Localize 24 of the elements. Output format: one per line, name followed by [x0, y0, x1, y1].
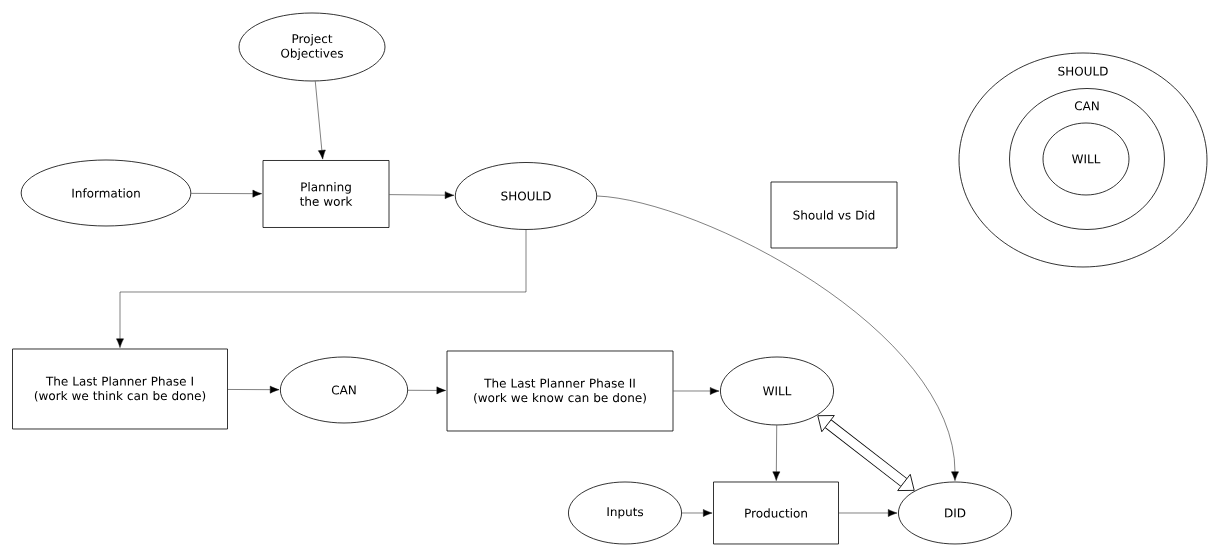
arrow [407, 386, 446, 395]
arrow [772, 425, 781, 481]
process-box: The Last Planner Phase I (work we think can be done) [12, 348, 228, 430]
arrow [596, 195, 959, 481]
block-arrow [817, 415, 915, 491]
arrow [389, 191, 455, 199]
ellipse-node: Project Objectives [238, 12, 386, 82]
ellipse-node: Inputs [568, 481, 682, 545]
arrow [838, 509, 898, 517]
arrow [681, 509, 713, 517]
ellipse-node: DID [898, 481, 1012, 545]
process-box: The Last Planner Phase II (work we know can be done) [446, 350, 674, 432]
ellipse-node: SHOULD [454, 162, 598, 230]
arrow [673, 387, 720, 395]
ellipse-node: CAN [279, 356, 409, 424]
arrow [315, 81, 326, 160]
arrow [227, 385, 280, 394]
ellipse-node: Information [20, 159, 192, 227]
arrow [116, 229, 527, 348]
process-box: Should vs Did [770, 181, 898, 249]
arrow [191, 189, 262, 198]
process-box: Production [713, 481, 839, 545]
process-box: Planning the work [262, 160, 390, 228]
ellipse-node: WILL [720, 356, 834, 426]
